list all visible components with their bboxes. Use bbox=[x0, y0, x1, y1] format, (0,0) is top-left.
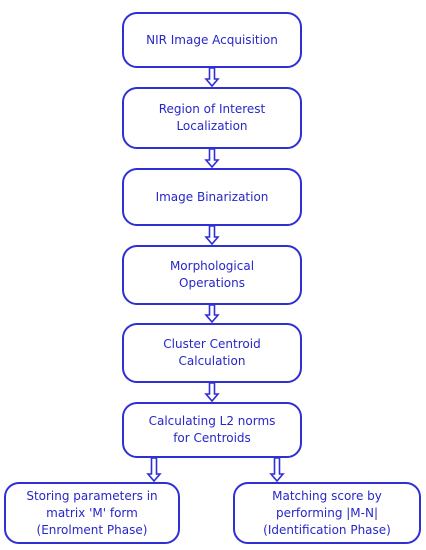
node-storing-parameters: Storing parameters in matrix 'M' form (E… bbox=[4, 482, 180, 544]
node-roi-localization: Region of Interest Localization bbox=[122, 87, 302, 149]
node-label-line: Calculation bbox=[178, 354, 246, 368]
node-label-line: NIR Image Acquisition bbox=[146, 32, 278, 47]
flow-arrow bbox=[269, 457, 285, 483]
node-morphological-operations: Morphological Operations bbox=[122, 245, 302, 305]
node-l2-norms-centroids: Calculating L2 norms for Centroids bbox=[122, 402, 302, 458]
flow-arrow bbox=[204, 225, 220, 246]
node-label-line: Storing parameters in bbox=[26, 488, 158, 503]
node-label-line: Localization bbox=[176, 119, 248, 133]
node-label-line: Matching score by bbox=[272, 488, 382, 503]
flow-arrow bbox=[204, 148, 220, 169]
node-label-line: (Enrolment Phase) bbox=[36, 522, 148, 537]
node-cluster-centroid-calculation: Cluster Centroid Calculation bbox=[122, 323, 302, 383]
node-label-line: Image Binarization bbox=[155, 189, 269, 204]
node-nir-image-acquisition: NIR Image Acquisition bbox=[122, 12, 302, 68]
node-label-line: Calculating L2 norms bbox=[148, 414, 276, 428]
node-label-line: Cluster Centroid bbox=[163, 337, 261, 351]
node-label-line: matrix 'M' form bbox=[46, 505, 138, 520]
node-image-binarization: Image Binarization bbox=[122, 168, 302, 226]
flow-arrow bbox=[204, 67, 220, 88]
node-label-line: Operations bbox=[179, 276, 245, 290]
node-matching-score: Matching score by performing |M-N| (Iden… bbox=[233, 482, 421, 544]
node-label-line: performing |M-N| bbox=[275, 505, 379, 520]
node-label-line: (Identification Phase) bbox=[263, 522, 391, 537]
node-label-line: for Centroids bbox=[173, 431, 251, 445]
flow-arrow bbox=[204, 382, 220, 403]
node-label-line: Region of Interest bbox=[158, 102, 266, 116]
flow-arrow bbox=[204, 304, 220, 324]
node-label-line: Morphological bbox=[169, 259, 255, 273]
flow-arrow bbox=[146, 457, 162, 483]
